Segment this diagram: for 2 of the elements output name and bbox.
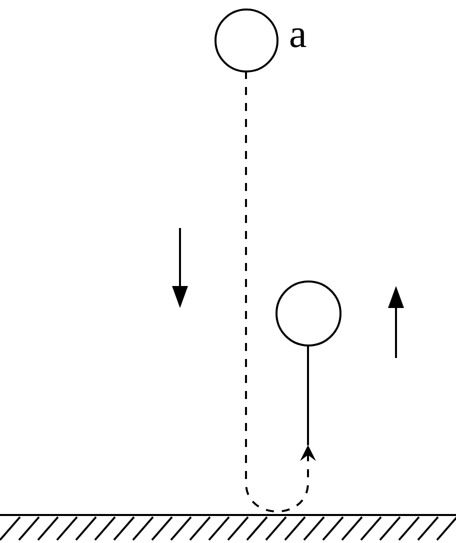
ball-label: a (289, 14, 307, 54)
trajectory-arrow (245, 71, 316, 512)
